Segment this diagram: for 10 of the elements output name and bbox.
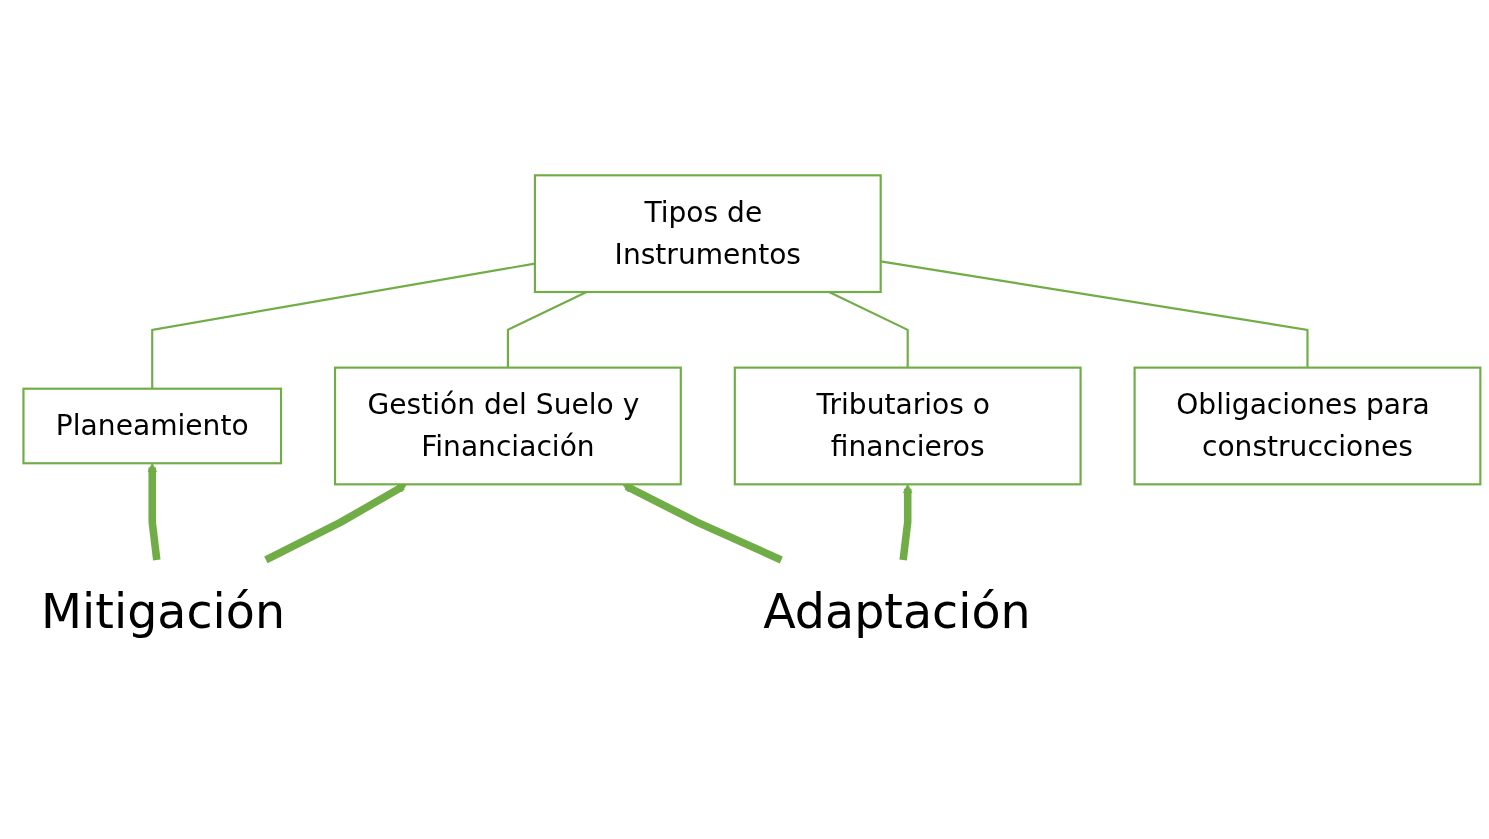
node-box: Tributarios o financieros: [733, 366, 1082, 486]
node-text: Adaptación: [763, 583, 1031, 639]
node-text: Mitigación: [41, 583, 286, 639]
node-box: Planeamiento: [22, 387, 283, 465]
node-box: Gestión del Suelo y Financiación: [333, 366, 682, 486]
node-box: Obligaciones para construcciones: [1133, 366, 1482, 486]
arrow: [622, 482, 783, 564]
connector: [880, 260, 1309, 368]
arrow: [264, 483, 407, 564]
node-box: Tipos de Instrumentos: [533, 174, 882, 294]
